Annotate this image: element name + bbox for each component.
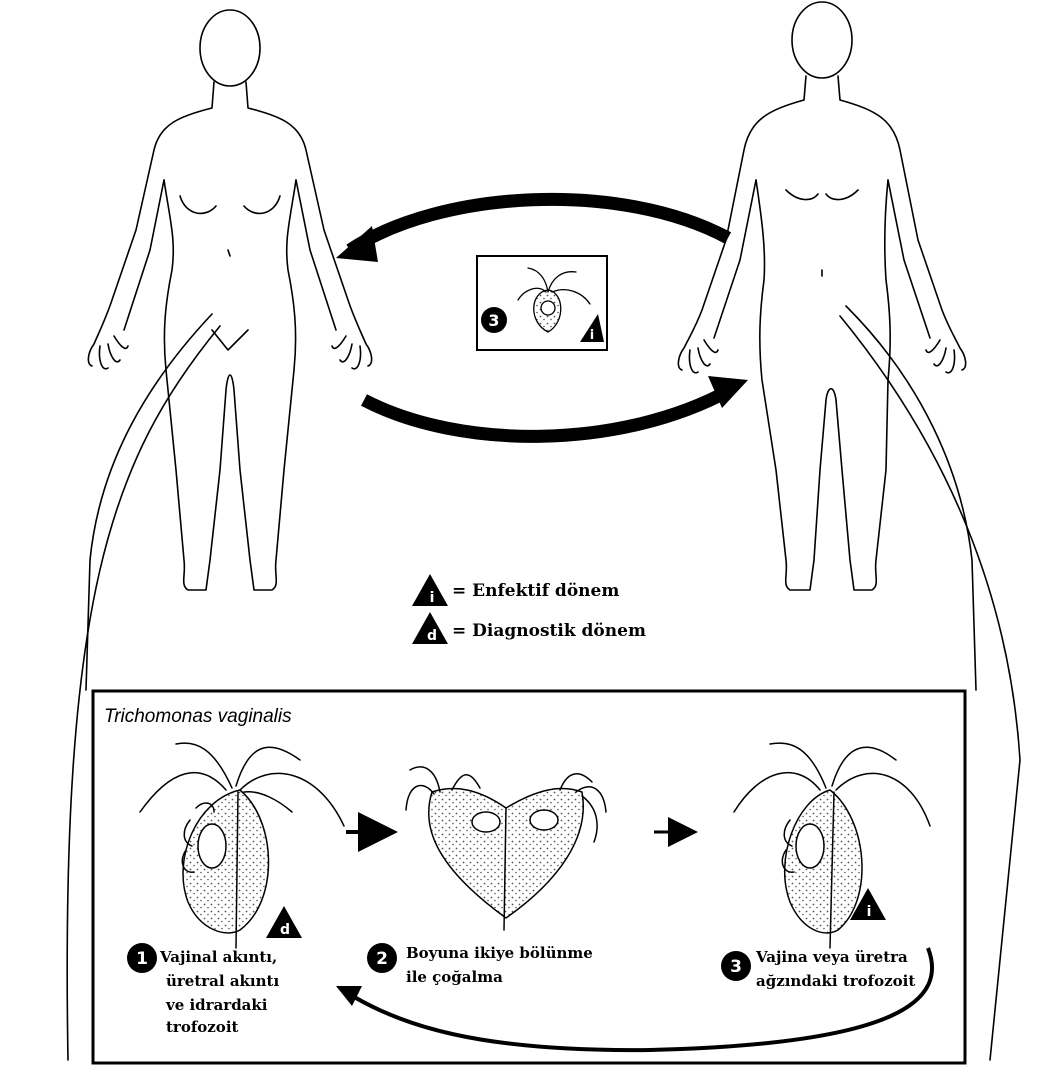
svg-text:3: 3 (488, 311, 499, 330)
svg-text:d: d (427, 628, 437, 644)
svg-text:3: 3 (730, 957, 742, 977)
svg-text:1: 1 (136, 949, 148, 969)
svg-text:i: i (867, 904, 872, 920)
female-figure (88, 10, 371, 590)
legend-infective-icon: i (412, 574, 448, 606)
legend-diagnostic-label: = Diagnostik dönem (452, 621, 646, 641)
male-figure (678, 2, 965, 590)
svg-text:d: d (280, 922, 290, 938)
transmission-arrow-to-female (336, 199, 728, 262)
panel-title: Trichomonas vaginalis (104, 706, 292, 727)
legend-diagnostic-icon: d (412, 612, 448, 644)
legend-infective-label: = Enfektif dönem (452, 581, 619, 601)
center-number-badge: 3 (481, 307, 507, 333)
legend: i = Enfektif dönem d = Diagnostik dönem (412, 574, 646, 644)
svg-text:i: i (590, 328, 594, 343)
transmission-arrow-to-male (364, 376, 748, 436)
life-cycle-panel: Trichomonas vaginalis d (93, 691, 965, 1063)
center-transmission-box: 3 i (477, 256, 607, 350)
svg-text:i: i (430, 590, 435, 606)
svg-text:2: 2 (376, 949, 388, 969)
